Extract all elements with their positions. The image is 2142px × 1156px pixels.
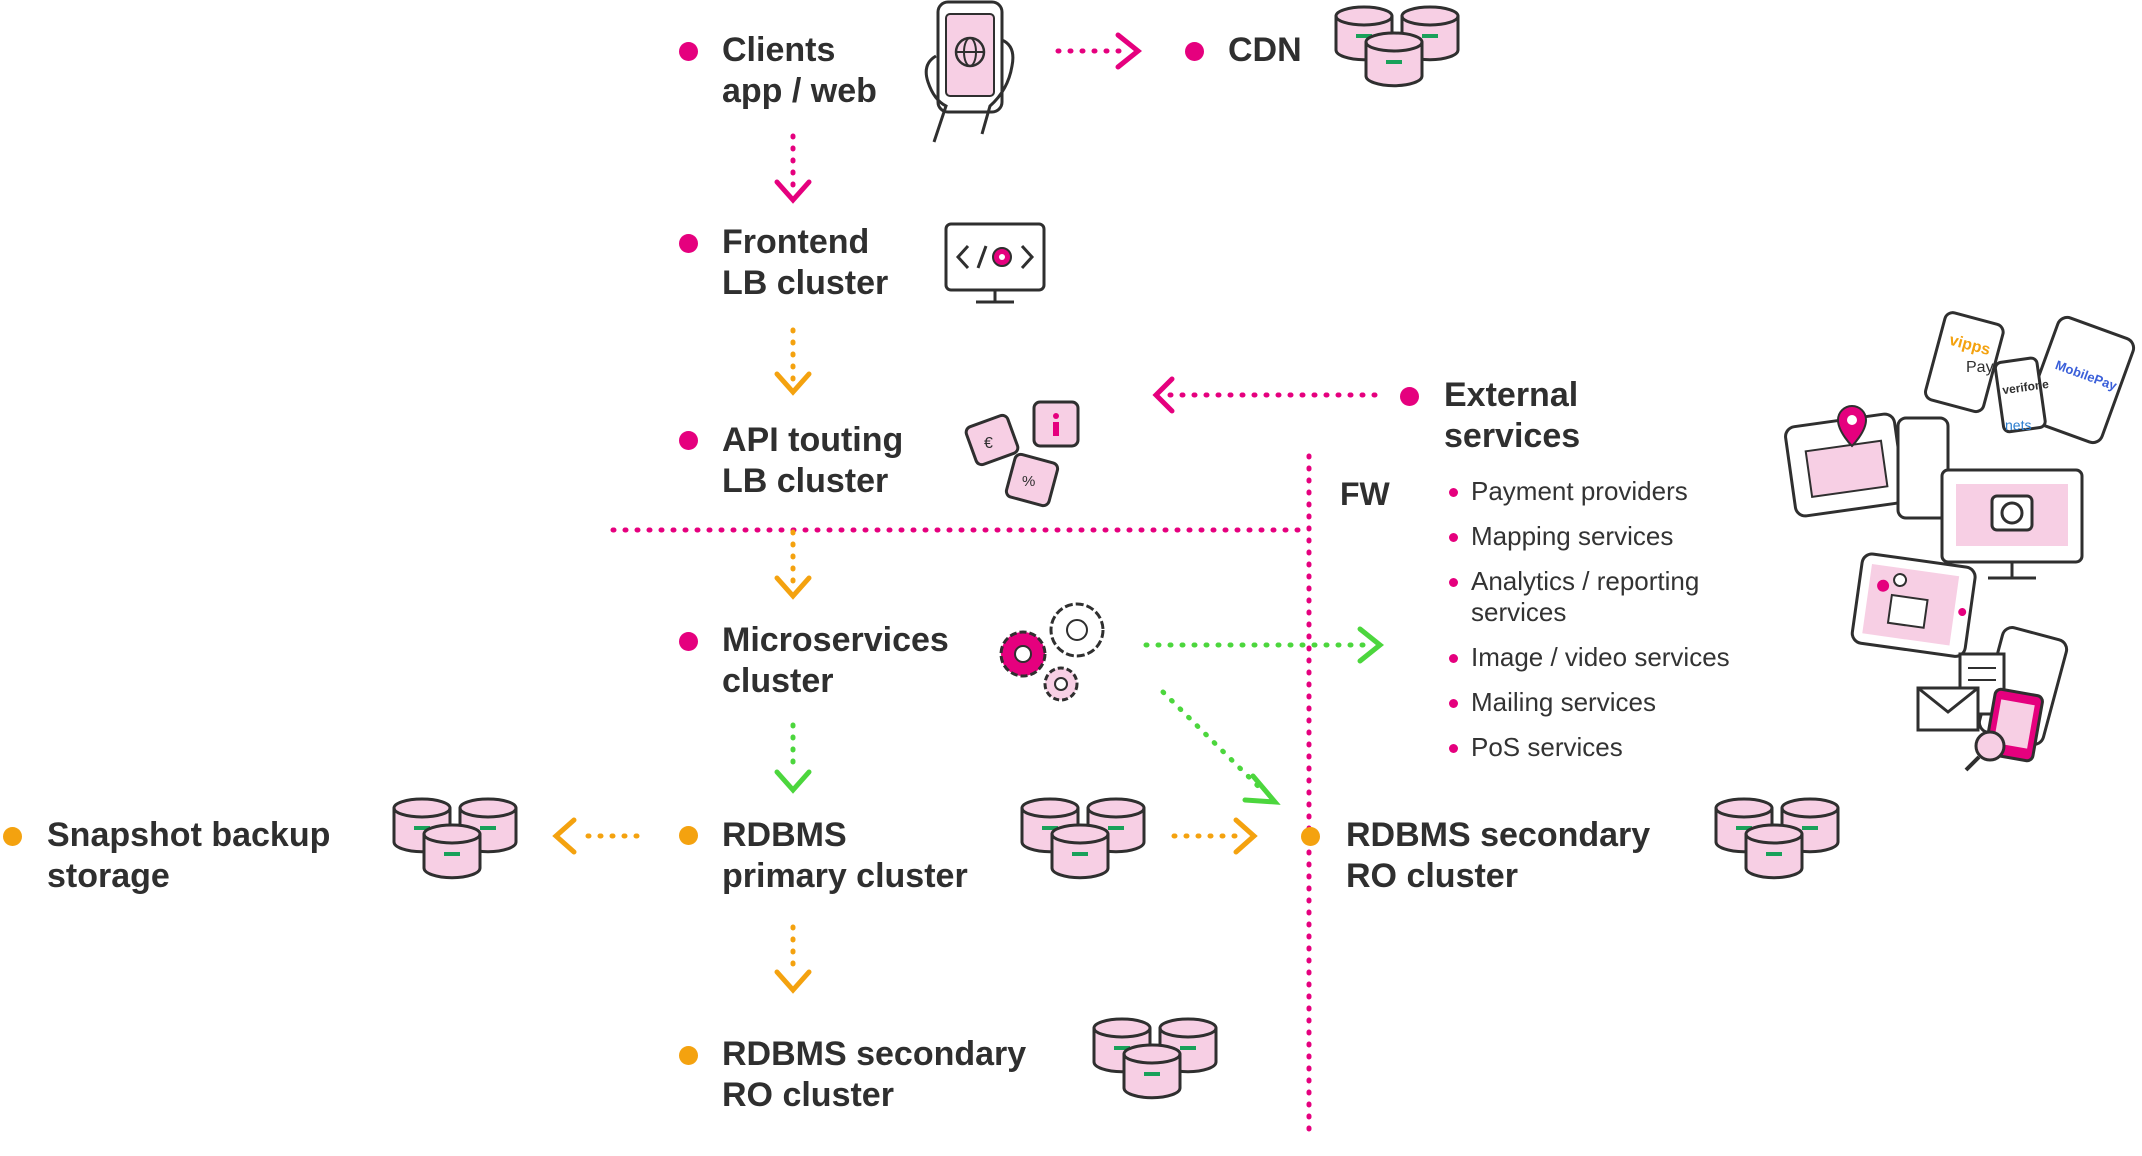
svg-text:€: €: [984, 435, 993, 452]
smartphone-hand-icon: [924, 0, 1015, 143]
snapshot-bullet: [3, 827, 22, 846]
monitor-code-icon: [944, 222, 1046, 304]
secondary-bottom-database-icon: [1094, 1019, 1216, 1098]
microservices-label-line2: cluster: [722, 662, 834, 700]
external-label: External services: [1444, 375, 1580, 457]
rdbms-secondary-bottom-label-line2: RO cluster: [722, 1076, 894, 1114]
external-bullet: [1400, 387, 1419, 406]
external-devices-collage-icon: vipps MobilePay verifone nets Pay: [1784, 311, 2136, 772]
list-item: Image / video services: [1449, 642, 1801, 673]
arrow-primary-to-secondary-right: [1171, 817, 1258, 855]
arrow-microservices-to-primary: [774, 722, 812, 794]
clients-bullet: [679, 42, 698, 61]
snapshot-database-icon: [394, 799, 516, 878]
external-label-line2: services: [1444, 417, 1581, 455]
api-label: API touting LB cluster: [722, 420, 903, 502]
clients-label: Clients app / web: [722, 30, 877, 112]
clients-label-line2: app / web: [722, 72, 877, 110]
api-label-line1: API touting: [722, 421, 904, 459]
microservices-bullet: [679, 632, 698, 651]
rdbms-secondary-bottom-label-line1: RDBMS secondary: [722, 1035, 1027, 1073]
api-bullet: [679, 431, 698, 450]
firewall-label: FW: [1340, 476, 1390, 512]
rdbms-primary-label: RDBMS primary cluster: [722, 815, 968, 897]
list-item: Mailing services: [1449, 687, 1801, 718]
puzzle-pieces-icon: € %: [964, 400, 1080, 508]
arrow-primary-to-snapshot: [552, 817, 640, 855]
microservices-label-line1: Microservices: [722, 621, 949, 659]
cdn-database-icon: [1336, 7, 1458, 86]
clients-label-line1: Clients: [722, 31, 836, 69]
frontend-label: Frontend LB cluster: [722, 222, 888, 304]
rdbms-primary-label-line2: primary cluster: [722, 857, 968, 895]
logo-nets: nets: [2005, 417, 2031, 433]
snapshot-label-line1: Snapshot backup: [47, 816, 331, 854]
arrow-microservices-to-external: [1143, 626, 1385, 664]
snapshot-label: Snapshot backup storage: [47, 815, 330, 897]
cdn-label: CDN: [1228, 30, 1302, 71]
frontend-bullet: [679, 234, 698, 253]
list-item: Analytics / reporting services: [1449, 566, 1801, 628]
rdbms-primary-bullet: [679, 826, 698, 845]
arrow-primary-to-secondary-bottom: [774, 924, 812, 994]
rdbms-secondary-bottom-label: RDBMS secondary RO cluster: [722, 1034, 1026, 1116]
arrow-external-to-api: [1152, 376, 1378, 414]
rdbms-secondary-right-label-line1: RDBMS secondary: [1346, 816, 1651, 854]
rdbms-primary-label-line1: RDBMS: [722, 816, 847, 854]
arrow-clients-to-cdn: [1055, 32, 1143, 70]
rdbms-secondary-right-label-line2: RO cluster: [1346, 857, 1518, 895]
microservices-label: Microservices cluster: [722, 620, 949, 702]
arrow-api-to-microservices: [774, 529, 812, 600]
logo-verifone: verifone: [2002, 377, 2050, 397]
secondary-right-database-icon: [1716, 799, 1838, 878]
arrow-microservices-to-secondary-right: [1160, 689, 1281, 805]
external-services-list: Payment providers Mapping services Analy…: [1449, 476, 1801, 777]
cdn-label-line1: CDN: [1228, 31, 1302, 69]
frontend-label-line1: Frontend: [722, 223, 870, 261]
arrow-frontend-to-api: [774, 327, 812, 396]
external-label-line1: External: [1444, 376, 1579, 414]
list-item: Mapping services: [1449, 521, 1801, 552]
gears-icon: [999, 602, 1105, 702]
frontend-label-line2: LB cluster: [722, 264, 889, 302]
rdbms-secondary-bottom-bullet: [679, 1046, 698, 1065]
primary-database-icon: [1022, 799, 1144, 878]
arrow-clients-to-frontend: [774, 133, 812, 204]
rdbms-secondary-right-label: RDBMS secondary RO cluster: [1346, 815, 1650, 897]
snapshot-label-line2: storage: [47, 857, 170, 895]
list-item: PoS services: [1449, 732, 1801, 763]
api-label-line2: LB cluster: [722, 462, 889, 500]
logo-apple-pay: Pay: [1966, 359, 1994, 376]
svg-text:%: %: [1022, 473, 1035, 490]
cdn-bullet: [1185, 42, 1204, 61]
list-item: Payment providers: [1449, 476, 1801, 507]
rdbms-secondary-right-bullet: [1301, 827, 1320, 846]
